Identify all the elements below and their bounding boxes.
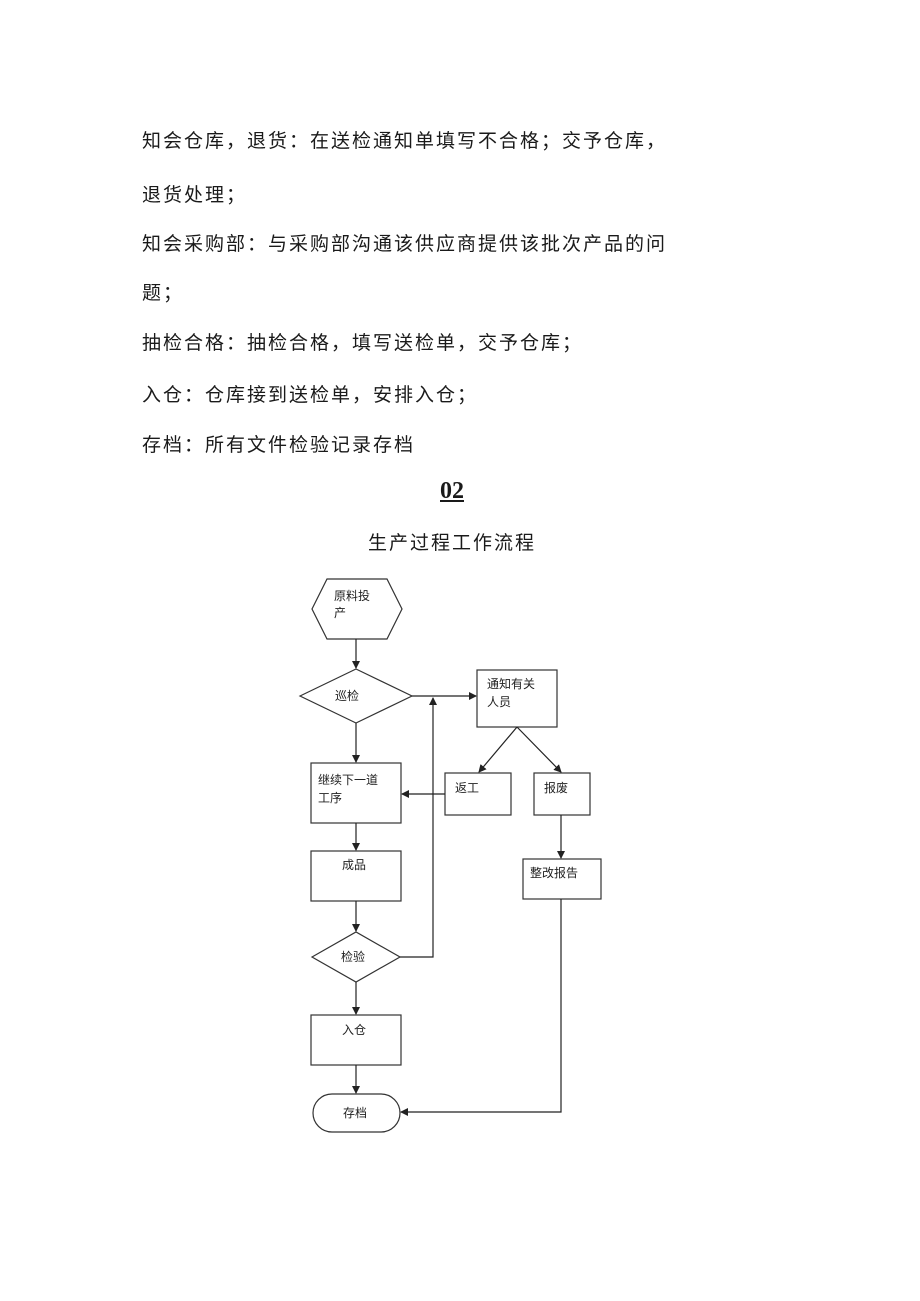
patrol-check-label: 巡检 (335, 688, 359, 703)
archive-label: 存档 (343, 1106, 367, 1120)
warehousing-box (310, 1014, 402, 1066)
paragraph-line-5: 抽检合格：抽检合格，填写送检单，交予仓库； (142, 332, 584, 354)
inspection-label: 检验 (341, 949, 365, 964)
paragraph-line-7: 存档：所有文件检验记录存档 (142, 434, 416, 456)
arrow-notify-to-rework (478, 726, 518, 773)
rework-label: 返工 (455, 781, 479, 795)
start-label-line1: 原料投 (334, 588, 370, 603)
arrow-notify-to-scrap (516, 726, 562, 773)
rectification-report-box (522, 858, 602, 900)
notify-label-line1: 通知有关 (487, 677, 535, 691)
notify-label-line2: 人员 (487, 695, 511, 709)
paragraph-line-2: 退货处理； (142, 184, 248, 206)
scrap-box (533, 772, 591, 816)
paragraph-line-6: 入仓：仓库接到送检单，安排入仓； (142, 384, 479, 406)
paragraph-line-1: 知会仓库，退货：在送检通知单填写不合格；交予仓库， (142, 130, 668, 152)
start-label-line2: 产 (334, 606, 346, 620)
paragraph-line-4: 题； (142, 282, 185, 304)
section-number: 02 (440, 478, 464, 504)
scrap-label: 报废 (544, 780, 568, 795)
warehousing-label: 入仓 (342, 1023, 366, 1037)
continue-process-box (310, 762, 402, 824)
finished-product-box (310, 850, 402, 902)
start-hexagon (311, 578, 403, 640)
continue-process-label-line2: 工序 (318, 790, 342, 805)
section-title: 生产过程工作流程 (367, 532, 536, 554)
continue-process-label-line1: 继续下一道 (318, 773, 378, 787)
paragraph-line-3: 知会采购部：与采购部沟通该供应商提供该批次产品的问 (142, 233, 668, 255)
notify-box (476, 669, 558, 728)
arrow-report-to-archive (400, 899, 562, 1116)
rectification-report-label: 整改报告 (530, 865, 578, 880)
finished-product-label: 成品 (342, 858, 366, 872)
arrow-inspection-loop-back (400, 697, 437, 958)
